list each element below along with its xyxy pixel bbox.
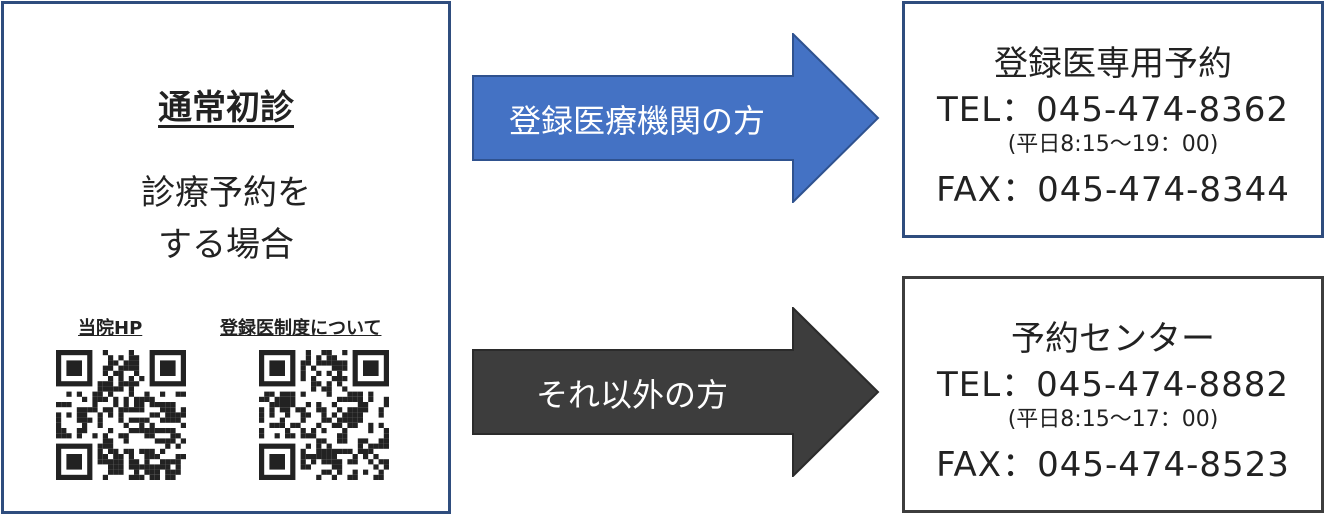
registered-institution-arrow-label: 登録医療機関の方 bbox=[508, 102, 765, 140]
other-patients-arrow bbox=[472, 307, 880, 477]
panel-subtitle-line2: する場合 bbox=[158, 225, 294, 265]
panel-subtitle-line1: 診療予約を bbox=[141, 173, 311, 213]
contact-heading: 予約センター bbox=[1011, 319, 1215, 359]
contact-hours: (平日8:15～19：00) bbox=[1007, 132, 1219, 157]
panel-title: 通常初診 bbox=[158, 88, 294, 128]
registered-doctor-contact-box: 登録医専用予約 TEL：045-474-8362 (平日8:15～19：00) … bbox=[902, 1, 1324, 238]
contact-hours: (平日8:15～17：00) bbox=[1007, 407, 1219, 432]
hospital-hp-link[interactable]: 当院HP bbox=[78, 318, 143, 339]
contact-fax: FAX：045-474-8344 bbox=[936, 170, 1290, 210]
other-patients-arrow-label: それ以外の方 bbox=[535, 376, 728, 414]
contact-tel[interactable]: TEL：045-474-8362 bbox=[936, 90, 1290, 130]
contact-heading: 登録医専用予約 bbox=[994, 44, 1232, 84]
contact-fax: FAX：045-474-8523 bbox=[936, 445, 1290, 485]
initial-visit-panel: 通常初診 診療予約を する場合 当院HP 登録医制度について bbox=[1, 1, 451, 514]
registered-doctor-system-link[interactable]: 登録医制度について bbox=[220, 318, 382, 339]
contact-tel[interactable]: TEL：045-474-8882 bbox=[936, 365, 1290, 405]
qr-code-icon[interactable] bbox=[56, 350, 186, 480]
reservation-center-contact-box: 予約センター TEL：045-474-8882 (平日8:15～17：00) F… bbox=[902, 276, 1324, 513]
qr-code-icon[interactable] bbox=[259, 350, 389, 480]
panel-subtitle: 診療予約を する場合 bbox=[4, 167, 448, 271]
registered-institution-arrow bbox=[472, 33, 880, 203]
